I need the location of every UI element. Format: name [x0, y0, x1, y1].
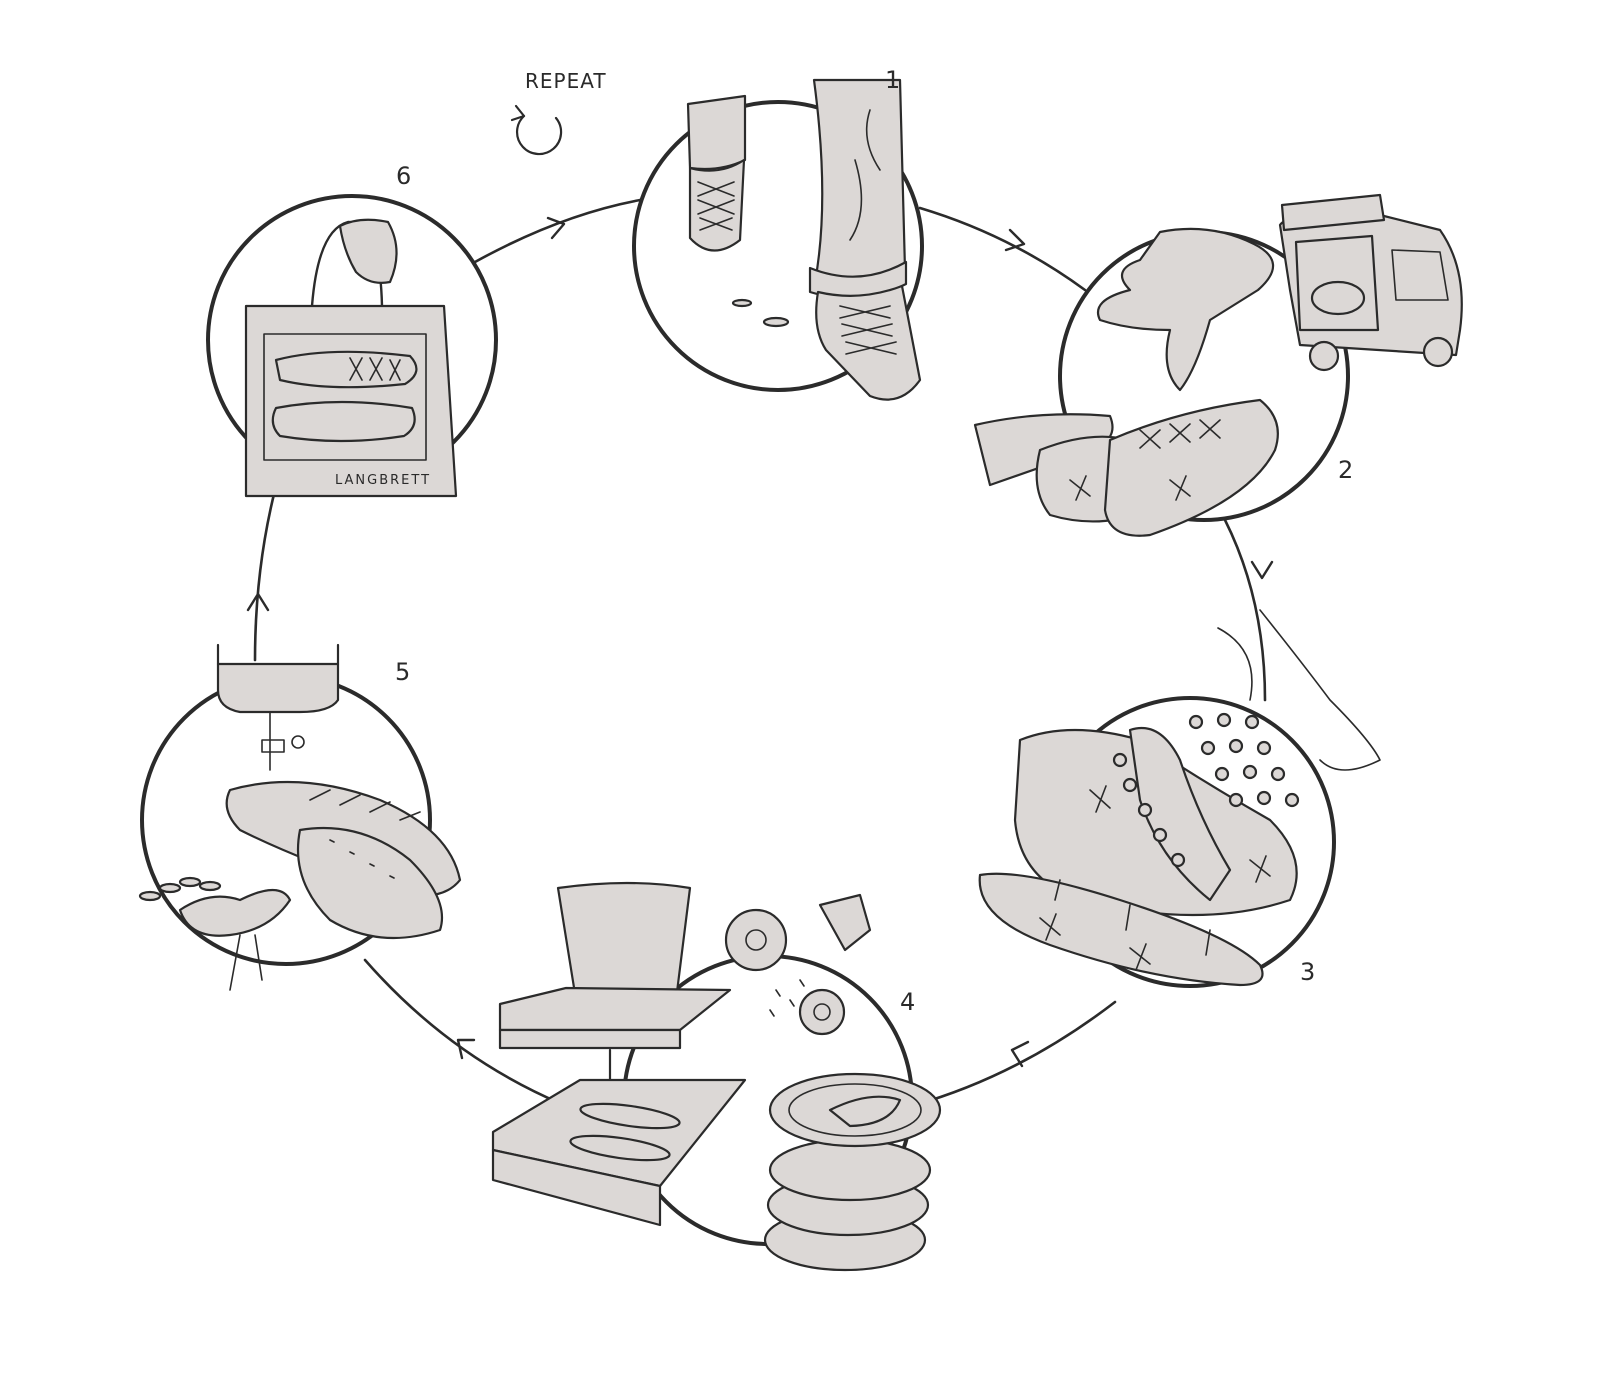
- laces-bundle: [180, 890, 290, 936]
- granules: [770, 980, 804, 1016]
- glove: [1098, 229, 1273, 390]
- eyelet-2: [1124, 779, 1136, 791]
- arrow-head-3-4: [1012, 1042, 1028, 1066]
- press-top-slab: [500, 988, 730, 1030]
- step-6-number: 6: [396, 162, 411, 190]
- step-5-number: 5: [395, 658, 410, 686]
- step-4-number: 4: [900, 988, 915, 1016]
- step-2-illustration: 2: [975, 195, 1462, 536]
- shoe-left: [690, 160, 744, 251]
- footprint-2: [764, 318, 788, 326]
- shredded-material: [820, 895, 870, 950]
- gear-large: [726, 910, 786, 970]
- press-top-slab-side: [500, 1030, 680, 1048]
- arc-5-to-6: [255, 490, 275, 660]
- trouser-left: [688, 96, 745, 169]
- van-cargo-bag: [1312, 282, 1364, 314]
- arrow-head-2-3: [1252, 562, 1272, 578]
- step-3-illustration: 3: [980, 610, 1380, 986]
- new-eyelet-3: [180, 878, 200, 886]
- press-cup: [558, 883, 690, 1005]
- arc-2-to-3: [1225, 520, 1265, 700]
- footprint-1: [733, 300, 751, 306]
- step-2-number: 2: [1338, 456, 1353, 484]
- new-eyelet-2: [160, 884, 180, 892]
- sewing-machine-head: [218, 664, 338, 712]
- arrow-head-1-2: [1006, 230, 1024, 250]
- eyelet-4: [1154, 829, 1166, 841]
- repeat-cycle-icon: [517, 116, 561, 154]
- step-6-illustration: LANGBRETT 6: [246, 162, 456, 496]
- sewing-machine-arm: [218, 645, 338, 664]
- step-5-illustration: 5: [140, 645, 460, 990]
- step-1-number: 1: [885, 66, 900, 94]
- hand-holding-bag: [340, 220, 397, 283]
- repeat-group: REPEAT: [512, 69, 607, 154]
- step-1-illustration: 1: [688, 66, 920, 400]
- van-wheel-back: [1310, 342, 1338, 370]
- shoe-pair-front: [1105, 400, 1278, 536]
- repeat-label: REPEAT: [525, 69, 607, 93]
- sewing-needle: [262, 712, 284, 770]
- bag-brand-label: LANGBRETT: [335, 473, 431, 488]
- new-eyelet-1: [140, 892, 160, 900]
- eyelet-5: [1172, 854, 1184, 866]
- step-4-illustration: 4: [493, 883, 940, 1270]
- bin-2: [770, 1140, 930, 1200]
- eyelet-1: [1114, 754, 1126, 766]
- bag-print-sole: [273, 402, 415, 441]
- shoe-right: [816, 286, 920, 400]
- gear-small: [800, 990, 844, 1034]
- eyelet-3: [1139, 804, 1151, 816]
- new-eyelet-4: [200, 882, 220, 890]
- step-3-number: 3: [1300, 958, 1315, 986]
- arc-1-to-2: [920, 208, 1085, 290]
- van-wheel-front: [1424, 338, 1452, 366]
- sewing-wheel: [292, 736, 304, 748]
